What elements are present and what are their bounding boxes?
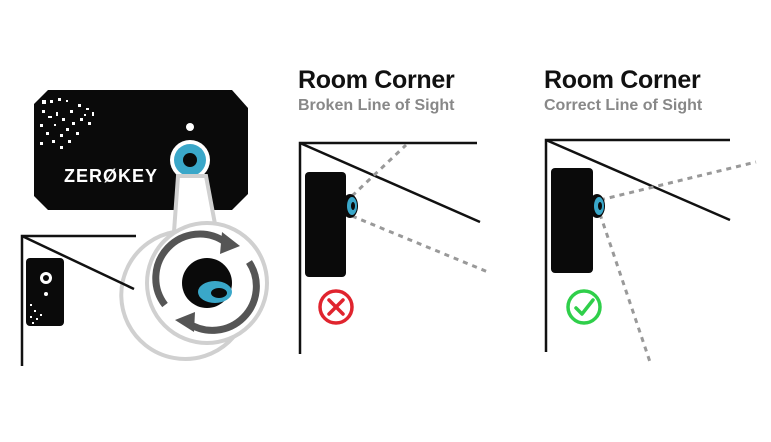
sight-line-lower (351, 214, 489, 274)
rotate-arrows-icon (152, 230, 260, 334)
panel-subtitle-broken: Broken Line of Sight (298, 97, 455, 114)
device-hole (186, 123, 194, 131)
thumbnail-hole (44, 292, 48, 296)
pcb-pattern (40, 98, 94, 149)
x-circle-icon (318, 289, 354, 325)
panel-broken (298, 141, 489, 354)
panel-subtitle-correct: Correct Line of Sight (544, 97, 703, 114)
thumbnail-device (26, 258, 64, 326)
check-circle-icon (566, 289, 602, 325)
panel-title-correct: Room Corner (544, 66, 701, 94)
device-brand-label: ZERØKEY (64, 166, 158, 186)
wall-device (305, 172, 346, 277)
room-wall-diagonal (299, 141, 481, 224)
wall-device-sensor-lens (598, 202, 602, 210)
room-wall-diagonal (545, 138, 731, 222)
zoom-sensor-lens (211, 288, 227, 298)
sight-line-upper (599, 160, 757, 202)
wall-device-sensor-lens (351, 202, 355, 210)
panel-correct (544, 138, 757, 363)
rotate-arrowhead-top (220, 232, 240, 254)
rotate-arrowhead-bottom (175, 312, 195, 332)
device-body (34, 90, 248, 210)
sight-line-lower (598, 213, 652, 363)
device-illustration: ZERØKEY (20, 90, 269, 366)
thumbnail-wall-diagonal (21, 234, 135, 291)
mounted-device-thumbnail (20, 234, 136, 366)
panel-title-broken: Room Corner (298, 66, 455, 94)
device-sensor-lens (183, 153, 197, 167)
wall-device (551, 168, 593, 273)
thumbnail-sensor-lens (43, 275, 49, 281)
sight-line-upper (350, 143, 408, 198)
thumbnail-pcb (30, 304, 42, 324)
